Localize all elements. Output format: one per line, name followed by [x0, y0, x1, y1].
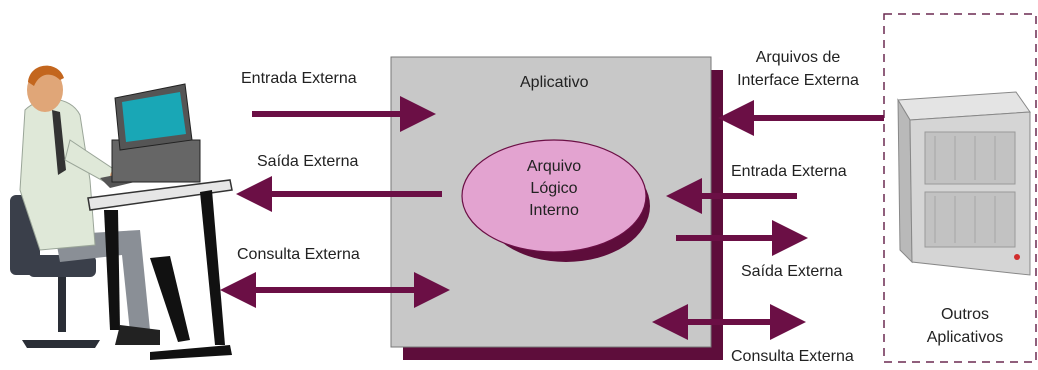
app-box-label: Aplicativo — [520, 74, 589, 91]
interface-file-label-2: Interface Externa — [737, 72, 859, 89]
right-external-inquiry-label: Consulta Externa — [731, 348, 854, 365]
left-external-output-label: Saída Externa — [257, 153, 359, 170]
user-at-computer-icon — [10, 65, 233, 360]
internal-file-label-2: Lógico — [530, 180, 578, 197]
internal-file-ellipse — [461, 139, 647, 253]
other-apps-label-2: Aplicativos — [926, 329, 1004, 346]
left-external-inquiry-label: Consulta Externa — [237, 246, 360, 263]
right-external-input-label: Entrada Externa — [731, 163, 847, 180]
other-apps-label-1: Outros — [940, 306, 989, 323]
server-icon — [897, 91, 1031, 276]
interface-file-label-1: Arquivos de — [755, 49, 841, 66]
internal-file-label-3: Interno — [529, 202, 579, 219]
internal-file-label-1: Arquivo — [526, 158, 582, 175]
right-external-output-label: Saída Externa — [741, 263, 843, 280]
left-external-input-label: Entrada Externa — [241, 70, 357, 87]
other-apps-boundary — [883, 13, 1037, 363]
